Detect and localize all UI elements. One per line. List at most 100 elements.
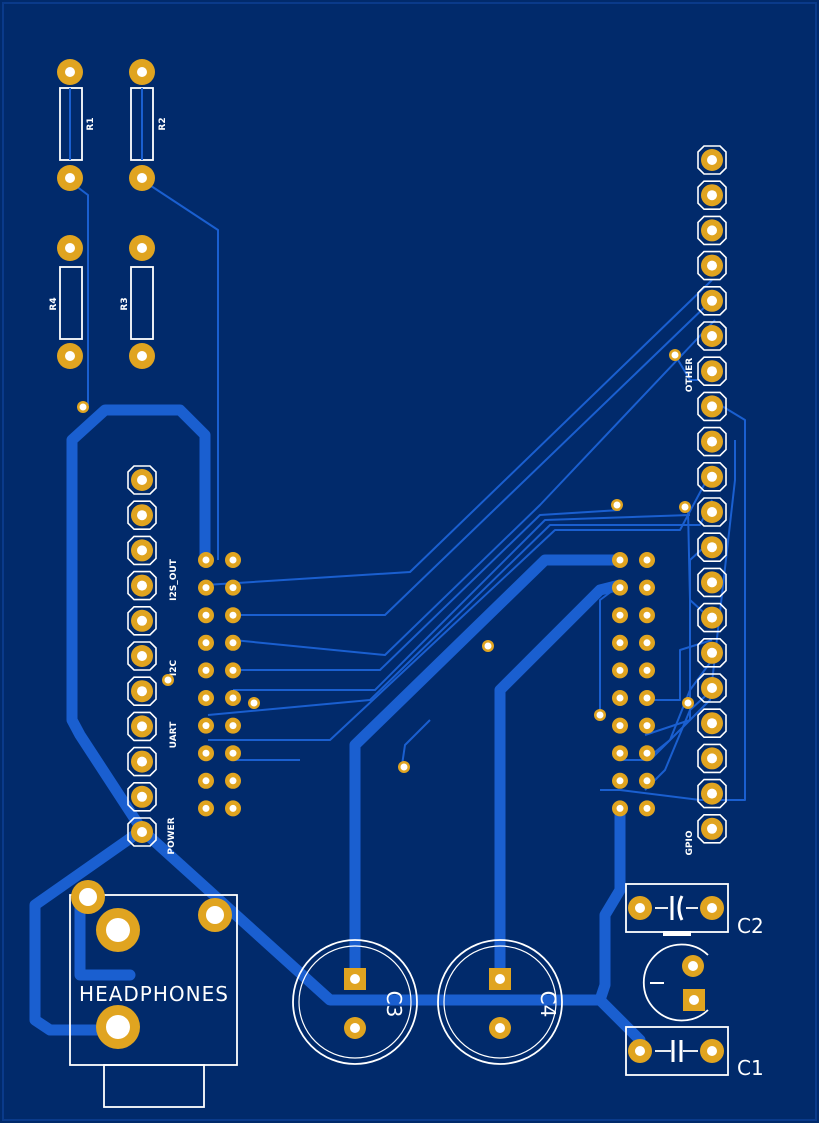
right-array-pad-hole	[616, 556, 624, 564]
r1-label: R1	[86, 117, 96, 130]
right-header-pin-hole	[707, 753, 717, 764]
right-array-pad-hole	[643, 777, 651, 785]
right-array-pad-hole	[643, 694, 651, 702]
left-header-pin-outline	[127, 500, 157, 531]
left-header	[127, 465, 157, 847]
header-label-gpio: GPIO	[685, 830, 695, 855]
right-header-pin-outline	[697, 391, 727, 422]
right-array-pad-hole	[616, 804, 624, 812]
r2-label: R2	[158, 117, 168, 130]
left-array-pad-hole	[202, 556, 210, 564]
right-header-pin-hole	[707, 718, 717, 729]
headphones-label: HEADPHONES	[79, 982, 229, 1006]
right-array-pad-hole	[616, 777, 624, 785]
right-header-pin-outline	[697, 321, 727, 351]
right-header-pin-hole	[707, 190, 717, 201]
capacitor-c2: C2	[625, 883, 764, 938]
left-header-pin-hole	[137, 615, 147, 626]
right-header-pin-outline	[697, 285, 727, 316]
power-traces	[29, 404, 646, 1046]
right-header-pin-outline	[697, 532, 727, 563]
vias	[77, 349, 694, 773]
right-header-pin-outline	[697, 813, 727, 844]
left-array-pad-hole	[202, 722, 210, 730]
right-header-pin-outline	[697, 673, 727, 703]
header-label-uart: UART	[169, 721, 179, 749]
capacitor-c4: C4	[437, 939, 563, 1065]
right-array-pad-hole	[616, 666, 624, 674]
signal-traces	[67, 179, 746, 801]
left-header-pin-outline	[127, 817, 157, 847]
right-header-pin-hole	[707, 436, 717, 447]
via-hole	[400, 763, 408, 771]
right-header-pin-hole	[707, 788, 717, 799]
left-header-pin-hole	[137, 686, 147, 697]
left-header-pin-hole	[137, 651, 147, 661]
left-array-pad-hole	[202, 804, 210, 812]
left-array-pad-hole	[229, 639, 237, 647]
right-array-pad-hole	[643, 584, 651, 592]
left-header-pin-outline	[127, 781, 157, 812]
via-hole	[164, 676, 172, 684]
right-header-pin-hole	[707, 542, 717, 553]
right-header-pin-outline	[697, 567, 727, 598]
right-header-pin-hole	[707, 612, 717, 623]
right-header-pin-outline	[697, 497, 727, 527]
c3-label: C3	[382, 991, 406, 1018]
via-hole	[250, 699, 258, 707]
right-header-pin-hole	[707, 647, 717, 658]
left-header-pin-outline	[127, 465, 157, 495]
right-header-pin-outline	[697, 426, 727, 457]
left-array-pad-hole	[202, 694, 210, 702]
left-header-pin-outline	[127, 676, 157, 707]
left-header-pin-hole	[137, 545, 147, 556]
left-array-pad-hole	[229, 777, 237, 785]
resistor-r4: R4	[49, 235, 83, 369]
right-header-pin-hole	[707, 225, 717, 236]
right-header-pin-hole	[707, 260, 717, 271]
left-array-pad-hole	[229, 804, 237, 812]
right-header-pin-hole	[707, 331, 717, 341]
left-header-pin-hole	[137, 721, 147, 732]
right-array-pad-hole	[616, 749, 624, 757]
right-header-pin-hole	[707, 683, 717, 693]
left-array-pad-hole	[229, 722, 237, 730]
resistor-r1: R1	[57, 59, 96, 191]
right-header-pin-hole	[707, 507, 717, 517]
via-hole	[613, 501, 621, 509]
left-header-pin-outline	[127, 641, 157, 671]
right-header-pin-outline	[697, 356, 727, 387]
right-array-pad-hole	[643, 749, 651, 757]
pad-array-right	[612, 552, 655, 817]
right-header-pin-outline	[697, 778, 727, 809]
left-array-pad-hole	[229, 611, 237, 619]
small-component	[642, 943, 709, 1022]
left-array-pad-hole	[202, 584, 210, 592]
left-header-pin-hole	[137, 580, 147, 591]
c4-label: C4	[536, 991, 560, 1018]
right-header-pin-outline	[697, 145, 727, 175]
header-label-i2c: I2C	[169, 659, 179, 676]
r3-label: R3	[120, 297, 130, 310]
right-header-pin-hole	[707, 471, 717, 482]
pad-array-left	[198, 552, 241, 817]
right-array-pad-hole	[616, 694, 624, 702]
c2-label: C2	[737, 914, 764, 938]
right-array-pad-hole	[643, 639, 651, 647]
right-header-pin-outline	[697, 708, 727, 739]
headphone-jack: HEADPHONES	[69, 880, 238, 1108]
right-array-pad-hole	[643, 611, 651, 619]
right-header-pin-hole	[707, 577, 717, 588]
left-array-pad-hole	[229, 749, 237, 757]
left-array-pad-hole	[229, 666, 237, 674]
capacitor-c3: C3	[292, 939, 418, 1065]
right-header-pin-outline	[697, 250, 727, 281]
right-header	[697, 145, 727, 844]
capacitor-c1: C1	[625, 1026, 764, 1080]
right-array-pad-hole	[643, 666, 651, 674]
left-array-pad-hole	[229, 556, 237, 564]
right-header-pin-outline	[697, 180, 727, 210]
